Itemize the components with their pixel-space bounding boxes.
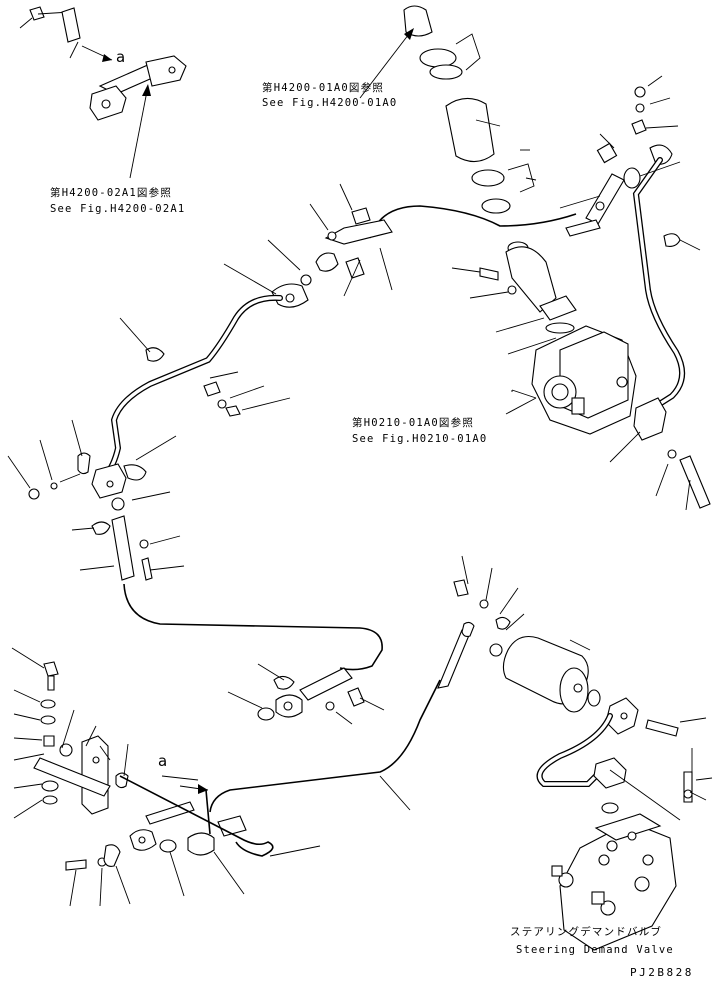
drawing-code: PJ2B828: [630, 966, 694, 979]
right-upper-pipe: [559, 75, 711, 511]
pump-ref-leader: [505, 397, 537, 415]
callout-a-bottom: a: [158, 752, 168, 770]
top-hose-assembly: [359, 5, 537, 255]
ref-h0210-01a0-jp: 第H0210-01A0図参照: [352, 417, 475, 429]
valve-label-en: Steering Demand Valve: [516, 944, 674, 956]
upper-left-pipe: [7, 183, 393, 500]
callout-a-top: a: [116, 48, 126, 66]
valve-label-jp: ステアリングデマンドバルブ: [510, 926, 663, 938]
mid-left-hose: [71, 491, 383, 671]
lower-left-bracket: [11, 647, 129, 819]
ref-h0210-01a0-en: See Fig.H0210-01A0: [352, 433, 488, 445]
right-middle-assembly: [209, 555, 591, 813]
steering-demand-valve: [551, 813, 677, 951]
upper-hose-line: [369, 205, 577, 239]
pump-assembly: [511, 325, 637, 435]
pump-flange-fitting: [451, 246, 577, 355]
center-lower-fittings: [227, 663, 385, 725]
ref-h4200-02a1-jp: 第H4200-02A1図参照: [50, 187, 173, 199]
lower-left-pipe: [65, 775, 321, 907]
top-left-tube-assembly: [19, 6, 187, 179]
ref-h4200-02a1-en: See Fig.H4200-02A1: [50, 203, 186, 215]
lower-right-pipe: [536, 689, 713, 821]
ref-h4200-01a0-jp: 第H4200-01A0図参照: [262, 82, 385, 94]
ref-h4200-01a0-en: See Fig.H4200-01A0: [262, 97, 398, 109]
